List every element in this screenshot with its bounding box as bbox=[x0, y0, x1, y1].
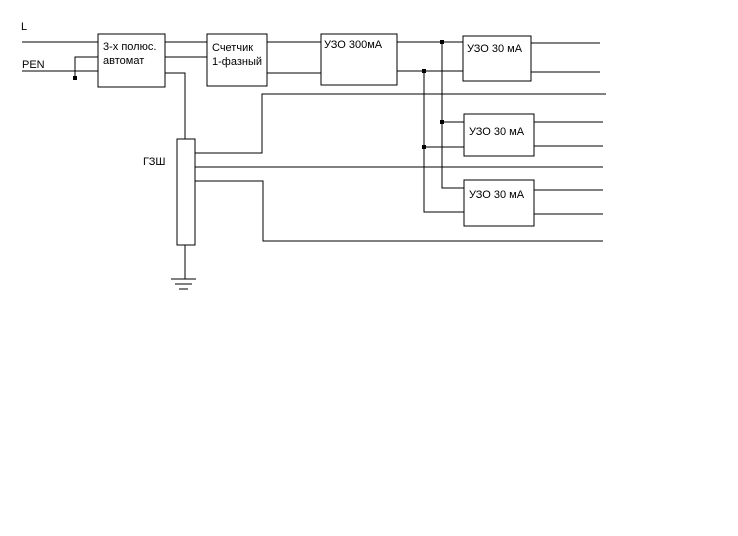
pe-conductors bbox=[195, 93, 606, 242]
junction-phase-mid bbox=[440, 120, 444, 124]
junction-neutral-top bbox=[422, 69, 426, 73]
bus-phase bbox=[441, 42, 464, 189]
label-meter-2: 1-фазный bbox=[212, 56, 262, 68]
wire-pe-1 bbox=[195, 93, 606, 154]
junction-neutral-mid bbox=[422, 145, 426, 149]
wire-pen-loop bbox=[74, 56, 98, 78]
label-rcd-1: УЗО 30 мА bbox=[467, 43, 523, 55]
rcd-main-box bbox=[320, 33, 398, 86]
rcd-2-box bbox=[463, 113, 535, 157]
label-line-pen: PEN bbox=[22, 59, 45, 71]
bus-neutral bbox=[423, 71, 464, 213]
label-busbar: ГЗШ bbox=[143, 156, 165, 168]
wire-breaker-busbar bbox=[165, 72, 186, 139]
busbar-box bbox=[176, 138, 196, 246]
junction-phase-top bbox=[440, 40, 444, 44]
wire-pe-3 bbox=[195, 180, 603, 242]
breaker-box bbox=[97, 33, 166, 88]
junction-pen bbox=[73, 76, 77, 80]
rcd-1-box bbox=[462, 35, 532, 82]
ground-symbol-icon bbox=[171, 245, 196, 290]
rcd-outputs bbox=[531, 42, 603, 215]
label-breaker-2: автомат bbox=[103, 55, 144, 67]
incoming-lines bbox=[22, 41, 98, 80]
meter-box bbox=[206, 33, 268, 87]
label-rcd-main: УЗО 300мА bbox=[324, 39, 383, 51]
label-line-l: L bbox=[21, 21, 27, 33]
label-breaker-1: 3-х полюс. bbox=[103, 41, 156, 53]
rcd-3-box bbox=[463, 179, 535, 227]
label-meter-1: Счетчик bbox=[212, 42, 253, 54]
label-rcd-3: УЗО 30 мА bbox=[469, 189, 525, 201]
label-rcd-2: УЗО 30 мА bbox=[469, 126, 525, 138]
